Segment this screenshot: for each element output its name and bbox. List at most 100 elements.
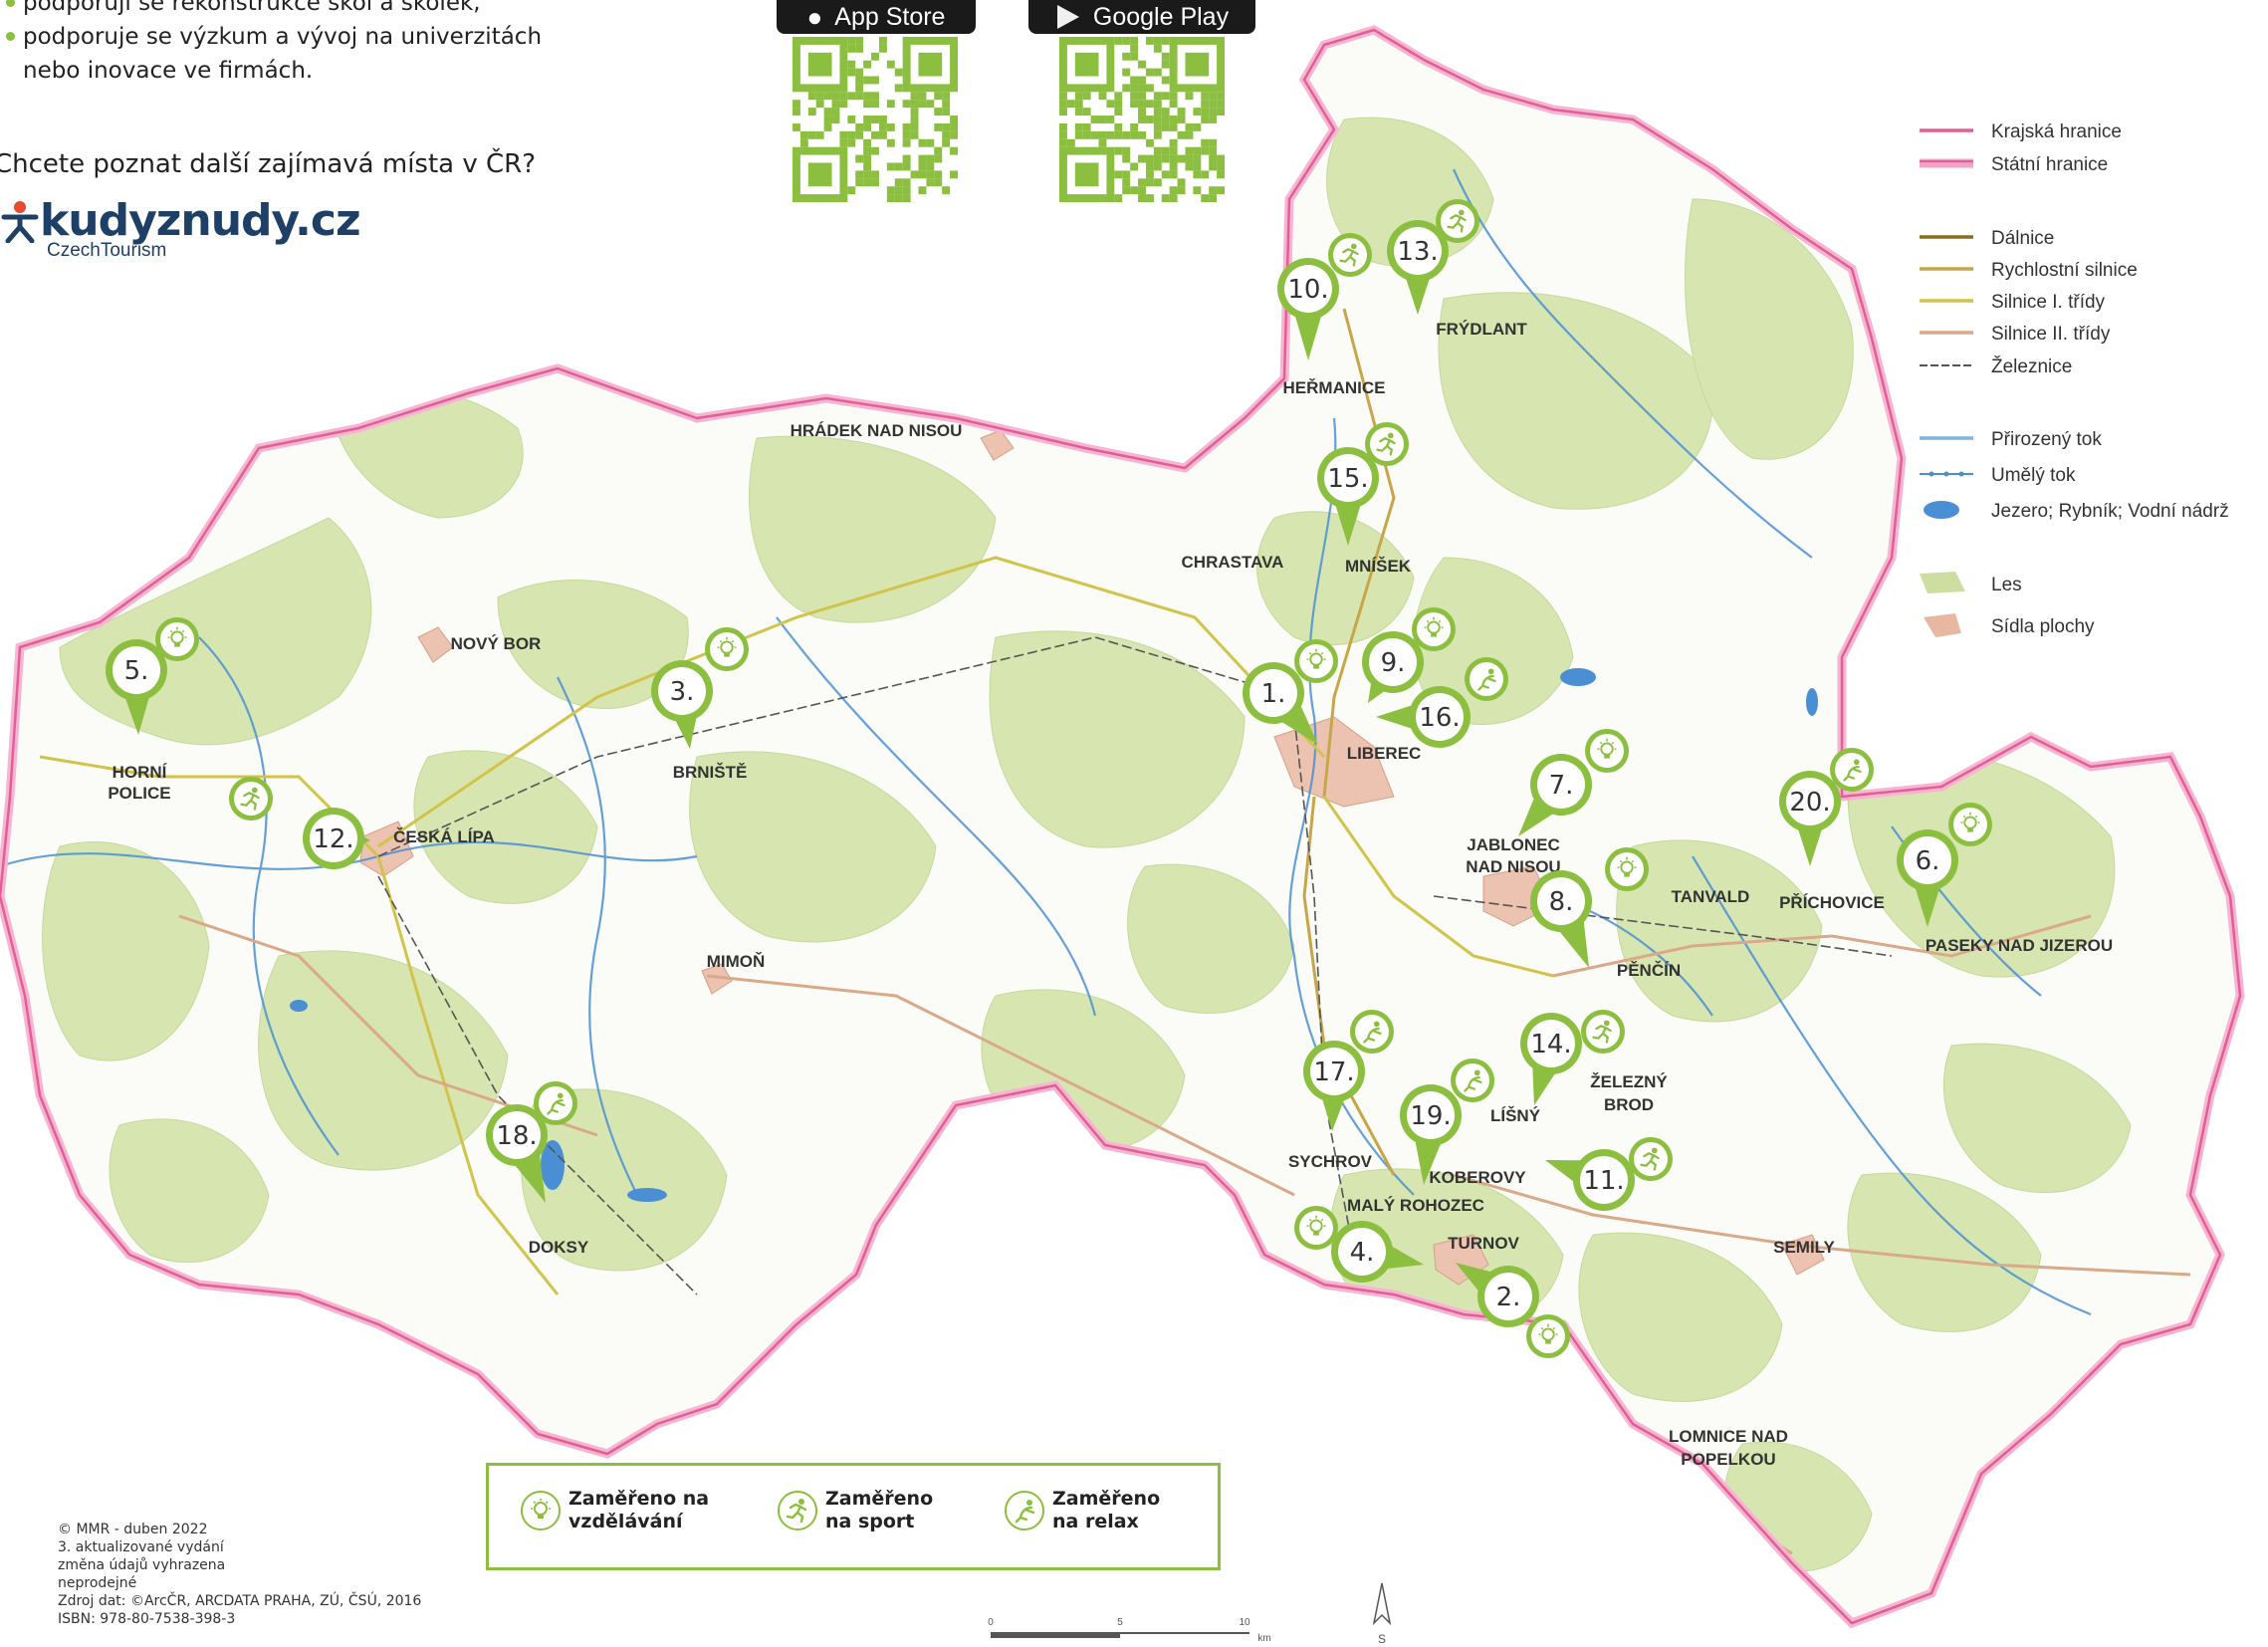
map-pin-7[interactable]: 7. xyxy=(1518,729,1629,836)
pin-number: 5. xyxy=(124,656,149,686)
map-pin-13[interactable]: 13. xyxy=(1387,199,1479,315)
relax-figure-icon xyxy=(1451,1059,1494,1102)
map-pin-11[interactable]: 11. xyxy=(1545,1137,1673,1211)
pin-number: 12. xyxy=(313,824,353,854)
legend-item: Krajská hranice xyxy=(1920,121,2122,142)
legend-label: Železnice xyxy=(1991,355,2072,377)
legend-item: Železnice xyxy=(1920,355,2072,377)
map-pin-18[interactable]: 18. xyxy=(486,1081,577,1203)
running-figure-icon xyxy=(1,200,39,243)
legend-label: Přirozený tok xyxy=(1991,429,2102,450)
map-pin-2[interactable]: 2. xyxy=(1456,1263,1570,1358)
town-label: PŘÍCHOVICE xyxy=(1779,893,1885,912)
pin-face xyxy=(1324,454,1372,502)
forest-areas xyxy=(42,117,2132,1572)
pin-number: 11. xyxy=(1583,1166,1624,1196)
map-pin-19[interactable]: 19. xyxy=(1400,1059,1494,1185)
pin-face xyxy=(1284,265,1332,313)
app-store-button[interactable]: ● App Store xyxy=(777,0,976,34)
google-play-button[interactable]: Google Play xyxy=(1028,0,1255,34)
town-label: DOKSY xyxy=(529,1238,589,1257)
pin-face xyxy=(1786,778,1834,825)
pin-face xyxy=(1484,1273,1532,1320)
town-label: MNÍŠEK xyxy=(1345,557,1412,576)
map-pin-16[interactable]: 16. xyxy=(1376,657,1508,748)
map-pin-6[interactable]: 6. xyxy=(1897,803,1992,927)
map-pin-5[interactable]: 5. xyxy=(106,617,199,735)
map-pin-10[interactable]: 10. xyxy=(1277,233,1372,360)
footer-line: Zdroj dat: ©ArcČR, ARCDATA PRAHA, ZÚ, ČS… xyxy=(58,1593,422,1609)
pin-number: 17. xyxy=(1313,1058,1354,1087)
town-label: PASEKY NAD JIZEROU xyxy=(1926,936,2113,955)
map-pin-15[interactable]: 15. xyxy=(1317,422,1409,546)
legend-label: Dálnice xyxy=(1991,228,2054,249)
pin-face xyxy=(1904,836,1951,884)
scale-bar: 0 5 10 km xyxy=(988,1617,1270,1644)
pin-face xyxy=(1310,1048,1358,1095)
pin-face xyxy=(1527,1020,1575,1067)
region-area xyxy=(0,30,2240,1623)
town-label: PĚNČÍN xyxy=(1617,961,1681,980)
runner-icon xyxy=(1436,199,1479,243)
kudyznudy-logo[interactable]: kudyznudy.cz CzechTourism xyxy=(0,195,361,262)
legend-item: Sídla plochy xyxy=(1924,613,2095,637)
logo-name: kudyznudy.cz xyxy=(40,195,361,246)
pin-number: 3. xyxy=(670,677,695,707)
pin-number: 2. xyxy=(1496,1283,1521,1312)
map-pin-4[interactable]: 4. xyxy=(1294,1206,1424,1283)
town-label: ŽELEZNÝ xyxy=(1590,1072,1668,1091)
town-label: MALÝ ROHOZEC xyxy=(1347,1196,1484,1215)
legend-label: Rychlostní silnice xyxy=(1991,260,2138,281)
pin-face xyxy=(1249,669,1297,717)
map-pin-20[interactable]: 20. xyxy=(1779,748,1874,866)
map-pin-9[interactable]: 9. xyxy=(1362,607,1456,703)
map-pin-8[interactable]: 8. xyxy=(1530,847,1649,968)
town-label: POPELKOU xyxy=(1681,1450,1775,1469)
town-label: FRÝDLANT xyxy=(1436,320,1527,339)
relax-figure-icon xyxy=(1005,1491,1044,1530)
question-text: Chcete poznat další zajímavá místa v ČR? xyxy=(0,149,537,179)
pin-face xyxy=(1369,638,1417,686)
pin-number: 13. xyxy=(1397,237,1438,267)
town-label: HEŘMANICE xyxy=(1283,378,1386,397)
town-label: POLICE xyxy=(108,784,170,803)
footer-line: ISBN: 978-80-7538-398-3 xyxy=(58,1611,236,1627)
map-pin-1[interactable]: 1. xyxy=(1243,639,1338,745)
town-label: BRNIŠTĚ xyxy=(673,763,748,782)
north-label: S xyxy=(1378,1632,1386,1646)
pin-number: 19. xyxy=(1410,1101,1451,1131)
lightbulb-icon xyxy=(1294,639,1338,683)
legend-item: Silnice I. třídy xyxy=(1920,292,2106,313)
railways xyxy=(377,636,1893,1295)
town-label: NOVÝ BOR xyxy=(451,634,542,653)
roads xyxy=(39,308,2191,1555)
footer-line: 3. aktualizované vydání xyxy=(58,1539,224,1555)
pin-face xyxy=(493,1111,541,1159)
map-pin-12[interactable]: 12. xyxy=(229,777,370,869)
legend-label: Krajská hranice xyxy=(1991,121,2122,142)
runner-icon xyxy=(1629,1137,1673,1181)
pin-markers: 1. 2. 3. 4. 5. 6. 7. 8. 9. 10. 11. 12. 13. 14. 15. 16. 1… xyxy=(106,199,1992,1358)
map-pin-14[interactable]: 14. xyxy=(1520,1010,1625,1105)
google-play-qr-code[interactable] xyxy=(1057,37,1227,202)
legend-item: Přirozený tok xyxy=(1920,429,2102,450)
lightbulb-icon xyxy=(1412,607,1456,651)
app-store-qr-code[interactable] xyxy=(791,37,960,202)
town-label: LÍŠNÝ xyxy=(1490,1106,1541,1125)
pin-number: 14. xyxy=(1530,1030,1571,1059)
town-label: MIMOŇ xyxy=(707,952,766,971)
pin-number: 7. xyxy=(1549,771,1574,801)
pin-face xyxy=(1537,877,1585,925)
pin-number: 16. xyxy=(1419,703,1460,733)
legend-label: Státní hranice xyxy=(1991,154,2108,175)
footer-line: změna údajů vyhrazena xyxy=(58,1557,226,1573)
map-pin-3[interactable]: 3. xyxy=(651,627,749,749)
map-pin-17[interactable]: 17. xyxy=(1303,1010,1394,1131)
relax-figure-icon xyxy=(1350,1010,1394,1054)
legend-item: Rychlostní silnice xyxy=(1920,260,2138,281)
pin-face xyxy=(1416,693,1464,741)
pin-number: 9. xyxy=(1381,648,1406,678)
